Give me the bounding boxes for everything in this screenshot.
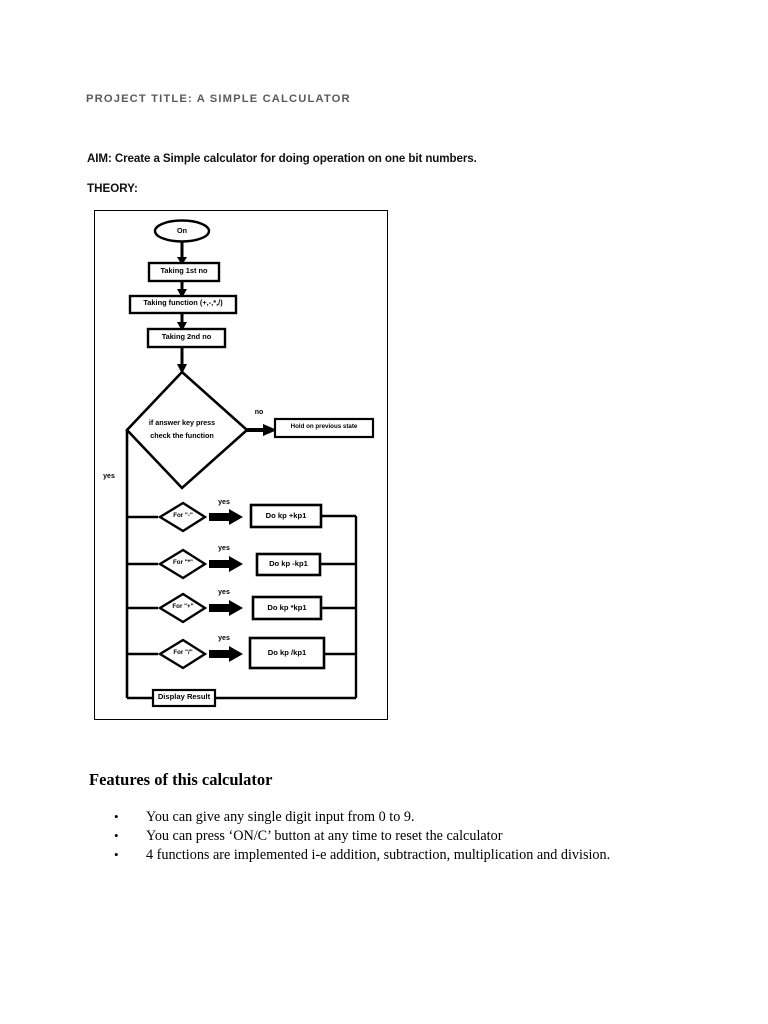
yes-arrow-2: [209, 556, 243, 572]
flowchart-canvas: On Taking 1st no Taking function (+,-,*,…: [95, 211, 387, 719]
flowchart-graphics: [125, 219, 375, 708]
yes-arrow-3: [209, 600, 243, 616]
process-box-taking-function: [128, 294, 238, 315]
process-box-taking-1st-no: [147, 261, 221, 283]
decision-diamond-op-4: [157, 638, 208, 670]
box-display-result: [151, 688, 217, 708]
action-box-2: [255, 552, 322, 577]
decision-diamond-op-3: [157, 592, 208, 624]
process-box-taking-2nd-no: [146, 327, 227, 349]
decision-diamond-op-1: [157, 501, 208, 533]
page-title: PROJECT TITLE: A SIMPLE CALCULATOR: [86, 93, 351, 105]
theory-heading: THEORY:: [87, 182, 138, 195]
box-hold-on-previous-state: [273, 417, 375, 439]
decision-diamond-answer-key: [125, 370, 249, 490]
start-oval: [153, 219, 211, 243]
action-box-1: [249, 503, 323, 529]
action-box-3: [251, 595, 323, 621]
decision-diamond-op-2: [157, 548, 208, 580]
flowchart-frame: On Taking 1st no Taking function (+,-,*,…: [94, 210, 388, 720]
list-item: 4 functions are implemented i-e addition…: [108, 845, 708, 865]
feature-text-2: You can press ‘ON/C’ button at any time …: [146, 828, 503, 844]
features-heading: Features of this calculator: [89, 770, 273, 789]
list-item: You can press ‘ON/C’ button at any time …: [108, 826, 708, 846]
feature-text-1: You can give any single digit input from…: [146, 809, 415, 825]
feature-text-3: 4 functions are implemented i-e addition…: [146, 847, 611, 863]
yes-arrow-4: [209, 646, 243, 662]
aim-statement: AIM: Create a Simple calculator for doin…: [87, 152, 477, 165]
features-list: You can give any single digit input from…: [108, 807, 708, 865]
action-box-4: [248, 636, 326, 670]
yes-arrow-1: [209, 509, 243, 525]
list-item: You can give any single digit input from…: [108, 807, 708, 827]
